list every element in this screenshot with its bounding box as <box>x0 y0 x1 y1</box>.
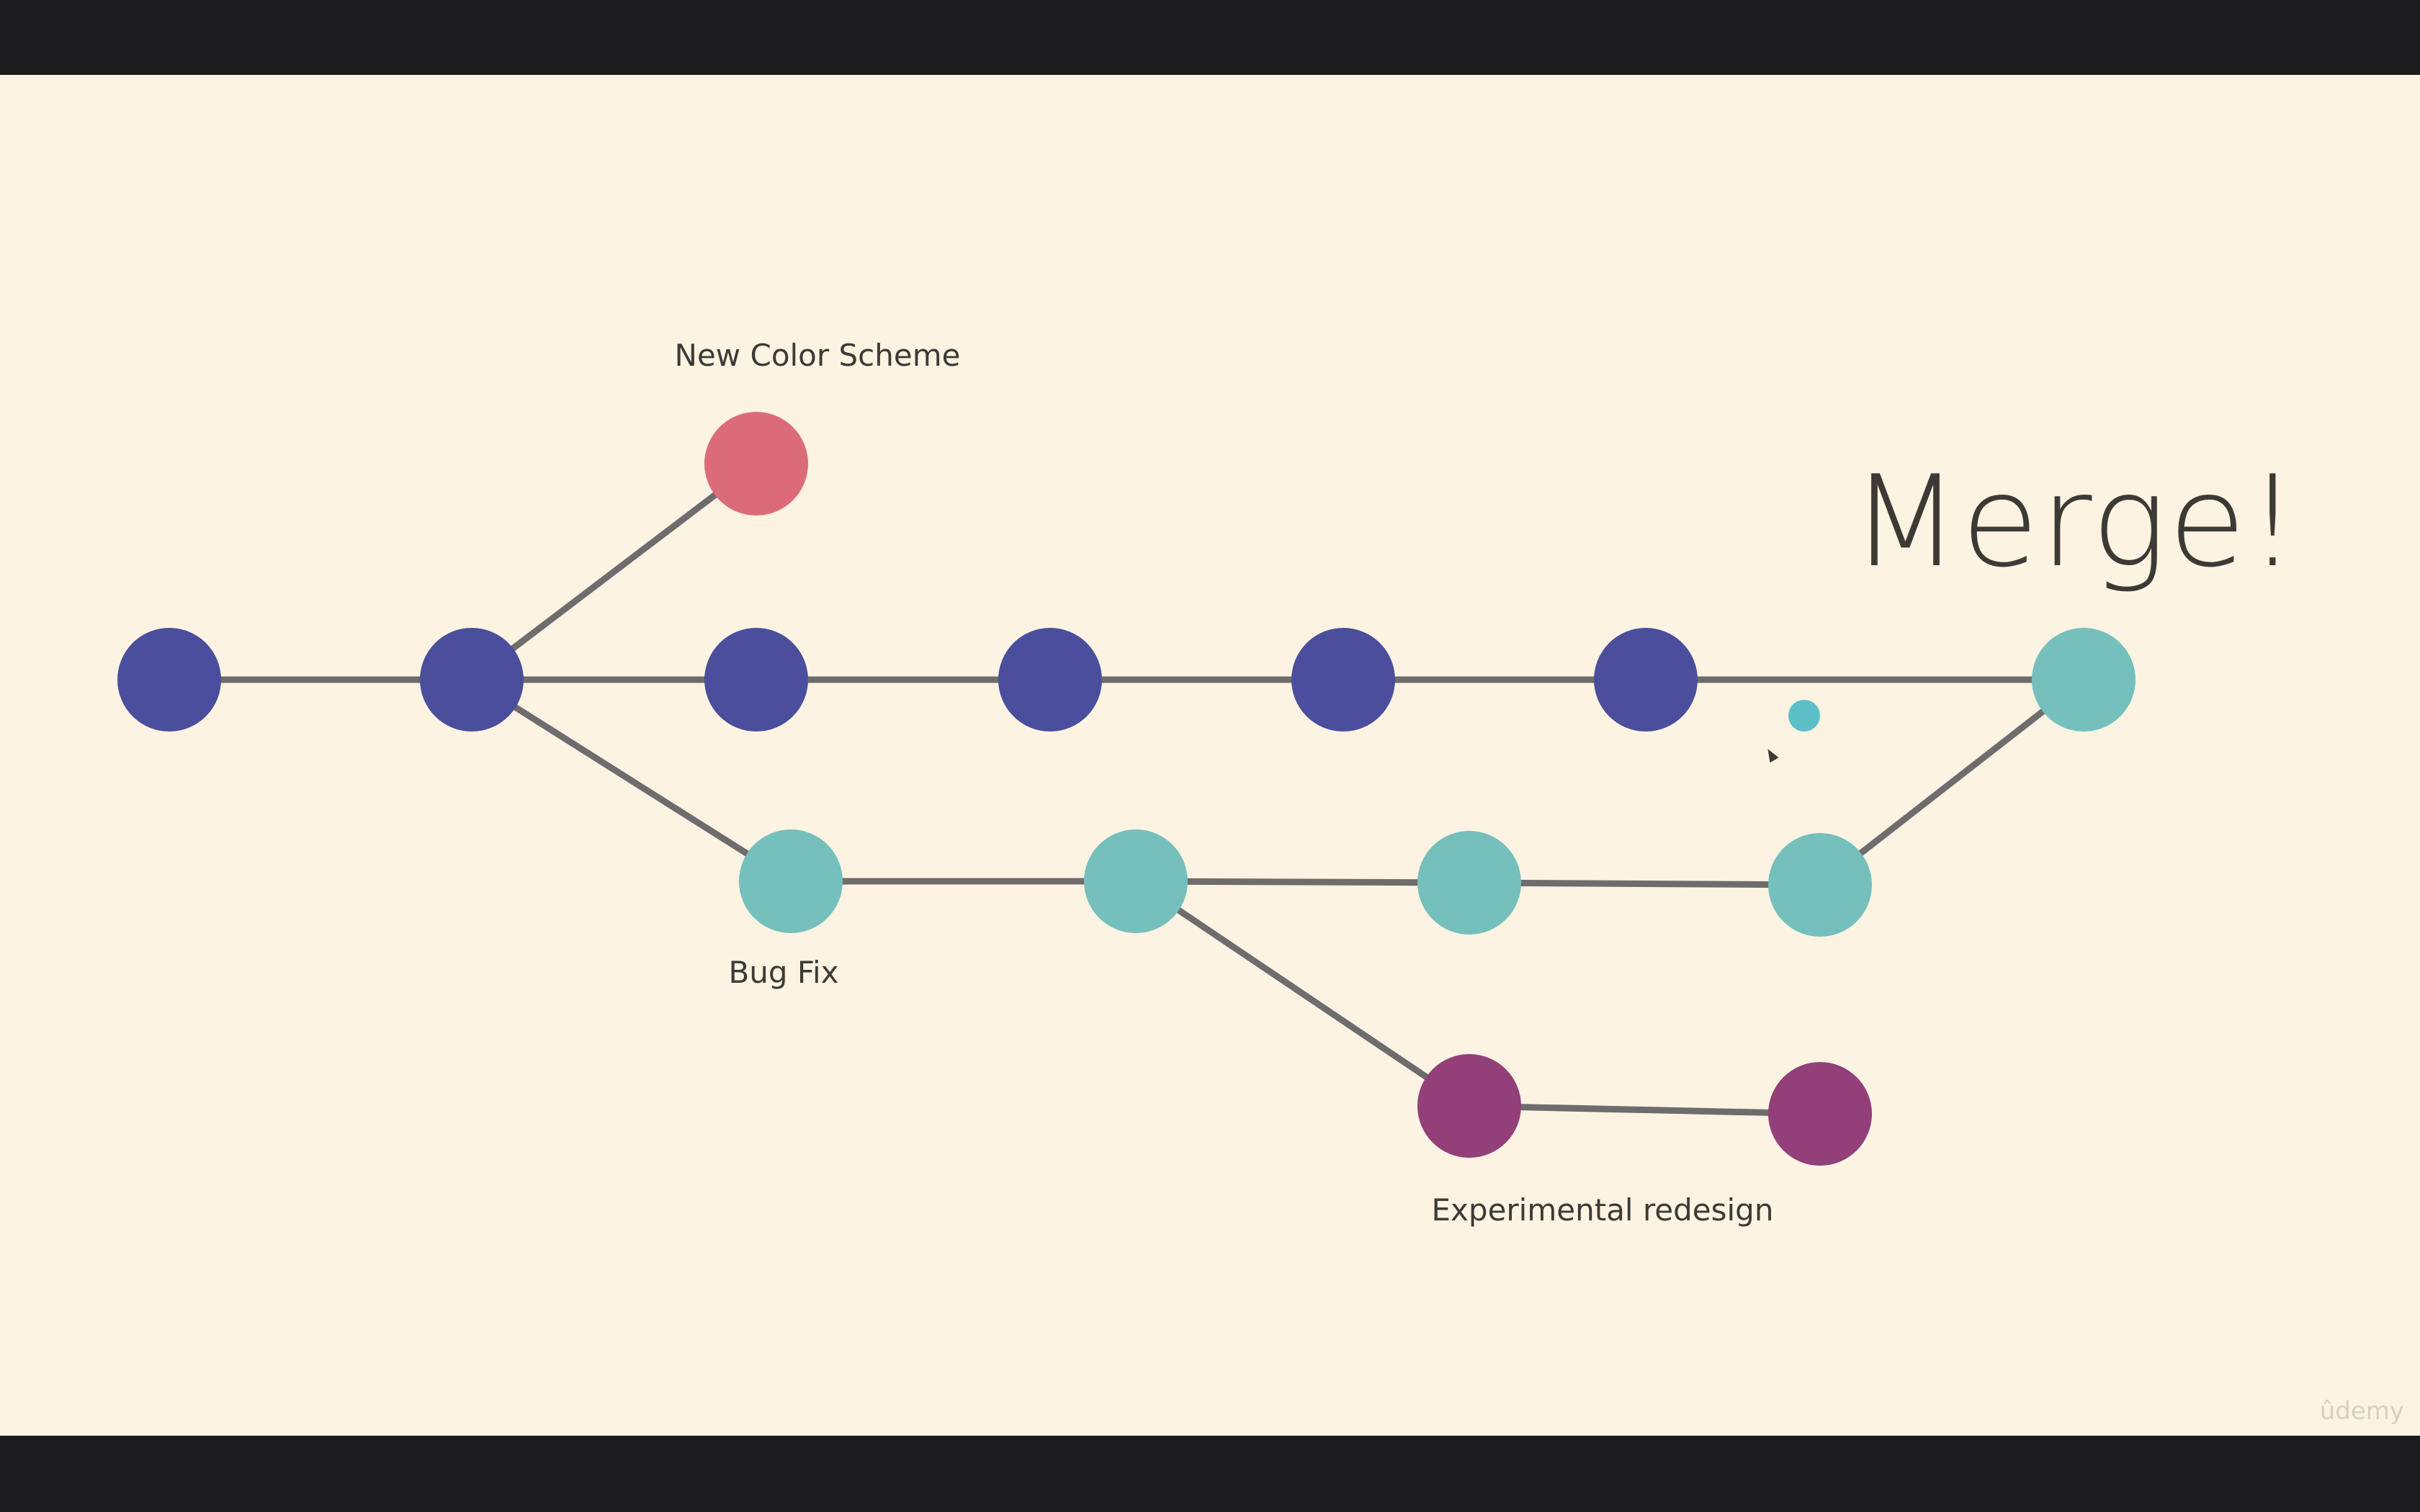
letterbox-top <box>0 0 2420 75</box>
merge-title: Merge! <box>1851 449 2300 595</box>
label-bug-fix: Bug Fix <box>728 955 839 990</box>
commit-node-e1 <box>1417 1054 1521 1158</box>
commit-node-m3 <box>704 628 808 732</box>
edge-b4-merge <box>1818 677 2086 888</box>
slide: New Color Scheme Bug Fix Experimental re… <box>0 75 2420 1436</box>
commit-node-m1 <box>117 628 221 732</box>
commit-node-b4 <box>1768 833 1872 937</box>
commit-node-e2 <box>1768 1062 1872 1166</box>
label-experimental-redesign: Experimental redesign <box>1431 1192 1774 1228</box>
udemy-watermark: ûdemy <box>2319 1397 2404 1426</box>
indicator-dot <box>1788 700 1820 732</box>
edge-e1-e2 <box>1469 1102 1821 1117</box>
commit-node-b3 <box>1417 831 1521 935</box>
edge-m2-b1 <box>470 677 793 884</box>
letterbox-bottom <box>0 1436 2420 1512</box>
commit-node-b1 <box>739 829 843 933</box>
commit-node-m5 <box>1291 628 1395 732</box>
edge-b2-b3 <box>1135 878 1470 886</box>
branch-graph <box>117 412 2136 1166</box>
commit-node-m4 <box>998 628 1102 732</box>
edge-b2-e1 <box>1134 878 1471 1109</box>
edge-b3-b4 <box>1469 879 1821 888</box>
commit-node-m6 <box>1594 628 1698 732</box>
label-new-color-scheme: New Color Scheme <box>674 338 961 373</box>
commit-node-m2 <box>420 628 524 732</box>
edge-m2-c1 <box>470 461 758 683</box>
commit-node-merge <box>2032 628 2136 732</box>
commit-node-b2 <box>1084 829 1188 933</box>
commit-node-c1 <box>704 412 808 516</box>
